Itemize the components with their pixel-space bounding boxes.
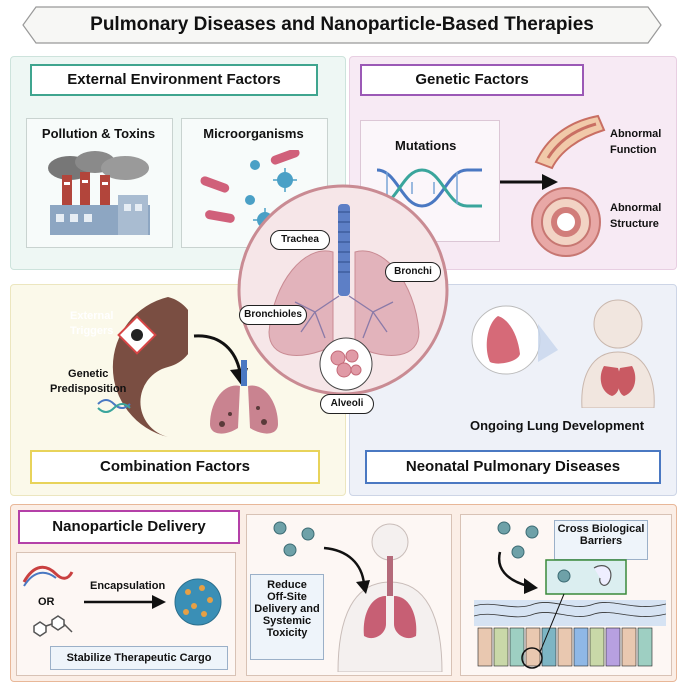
cross-line1: Cross Biological	[557, 523, 645, 535]
arrow-right-icon	[500, 174, 558, 190]
external-triggers-label: External Triggers	[70, 310, 113, 337]
diseased-lung-icon	[210, 360, 278, 434]
page-title: Pulmonary Diseases and Nanoparticle-Base…	[90, 14, 594, 35]
alveoli-label: Alveoli	[320, 394, 374, 414]
external-factors-heading: External Environment Factors	[30, 64, 318, 96]
cross-barriers-label: Cross Biological Barriers	[554, 520, 648, 560]
abnormal-structure-line2: Structure	[610, 218, 659, 230]
combination-factors-heading: Combination Factors	[30, 450, 320, 484]
nanoparticle-heading: Nanoparticle Delivery	[18, 510, 240, 544]
particles-cluster-icon	[273, 521, 315, 557]
neonatal-heading: Neonatal Pulmonary Diseases	[365, 450, 661, 484]
title-banner: Pulmonary Diseases and Nanoparticle-Base…	[22, 6, 662, 44]
inhale-arrow-icon	[323, 546, 370, 594]
bronchi-label: Bronchi	[385, 262, 441, 282]
reduce-line2: Off-Site	[267, 591, 307, 603]
baby-icon	[581, 299, 655, 408]
external-triggers-line2: Triggers	[70, 325, 114, 337]
trachea-label: Trachea	[270, 230, 330, 250]
stabilize-cargo-label: Stabilize Therapeutic Cargo	[50, 646, 228, 670]
abnormal-structure-icon	[531, 187, 601, 257]
bronchioles-label: Bronchioles	[239, 305, 307, 325]
genetic-predisposition-line2: Predisposition	[50, 383, 127, 395]
yin-yang-icon	[97, 297, 188, 437]
human-body-icon	[337, 523, 443, 672]
microorganisms-label: Microorganisms	[203, 126, 304, 141]
genetic-predisposition-label: Genetic Predisposition	[50, 368, 126, 395]
cross-line2: Barriers	[579, 535, 623, 547]
encapsulation-label: Encapsulation	[90, 580, 166, 592]
reduce-line4: Systemic	[262, 615, 312, 627]
genetic-predisposition-line1: Genetic	[68, 368, 109, 380]
abnormal-function-line1: Abnormal	[610, 128, 662, 140]
abnormal-function-icon	[534, 114, 606, 170]
nanoparticle-icon	[174, 578, 222, 626]
encapsulation-arrow-icon	[84, 595, 166, 609]
abnormal-function-line2: Function	[610, 144, 657, 156]
barrier-arrow-icon	[497, 551, 538, 594]
pollution-label: Pollution & Toxins	[41, 126, 156, 141]
abnormal-function-label: Abnormal Function	[610, 128, 661, 156]
abnormal-structure-label: Abnormal Structure	[610, 202, 661, 230]
molecule-icon	[33, 615, 73, 637]
epithelium-icon	[474, 559, 666, 669]
reduce-line1: Reduce	[267, 579, 307, 591]
or-label: OR	[38, 596, 55, 608]
alveoli-zoom-icon	[319, 337, 373, 391]
mutations-label: Mutations	[395, 138, 457, 153]
reduce-line5: Toxicity	[266, 627, 308, 639]
genetic-factors-heading: Genetic Factors	[360, 64, 584, 96]
ongoing-development-label: Ongoing Lung Development	[470, 418, 645, 433]
factory-icon	[48, 151, 150, 235]
rna-strand-icon	[22, 565, 74, 587]
reduce-toxicity-box: Reduce Off-Site Delivery and Systemic To…	[250, 574, 324, 660]
external-triggers-line1: External	[70, 310, 114, 322]
abnormal-structure-line1: Abnormal	[610, 202, 662, 214]
barrier-particles-icon	[497, 521, 539, 559]
reduce-line3: Delivery and	[254, 603, 320, 615]
lung-zoom-icon	[471, 305, 558, 375]
